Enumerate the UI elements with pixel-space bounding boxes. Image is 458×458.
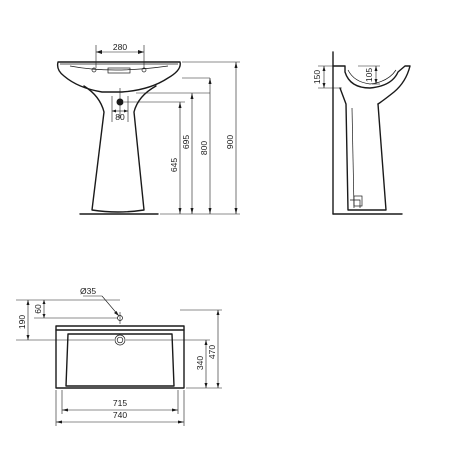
side-view: 150 105	[312, 51, 411, 215]
dim-190-label: 190	[17, 315, 27, 329]
dim-60-label: 60	[33, 304, 43, 314]
dim-105-label: 105	[364, 68, 374, 82]
front-view: 280 80 645 695 800 900	[56, 42, 240, 215]
dim-900-label: 900	[225, 135, 235, 149]
top-view: Ø35 190 60 340 470	[16, 286, 222, 426]
top-basin-outline	[55, 325, 185, 389]
front-overflow-slot	[107, 67, 131, 74]
top-waste-inner	[116, 336, 124, 344]
dim-715-label: 715	[113, 398, 127, 408]
side-basin-outline	[332, 65, 411, 105]
side-trap	[350, 199, 361, 208]
dim-80-label: 80	[115, 112, 125, 122]
top-bowl-outline	[65, 333, 175, 387]
front-basin-outline	[56, 61, 181, 93]
top-waste-outer	[114, 334, 126, 346]
dim-740-label: 740	[113, 410, 127, 420]
side-pedestal	[339, 87, 387, 211]
dim-800-label: 800	[199, 141, 209, 155]
dim-tap-hole-label: Ø35	[80, 286, 96, 296]
dim-340-label: 340	[195, 356, 205, 370]
front-tap-mark-left	[91, 67, 97, 73]
dim-470-label: 470	[207, 345, 217, 359]
dim-695-label: 695	[181, 135, 191, 149]
front-pedestal	[83, 85, 157, 213]
dim-645-label: 645	[169, 158, 179, 172]
dim-280-label: 280	[113, 42, 127, 52]
dim-150-label: 150	[312, 70, 322, 84]
